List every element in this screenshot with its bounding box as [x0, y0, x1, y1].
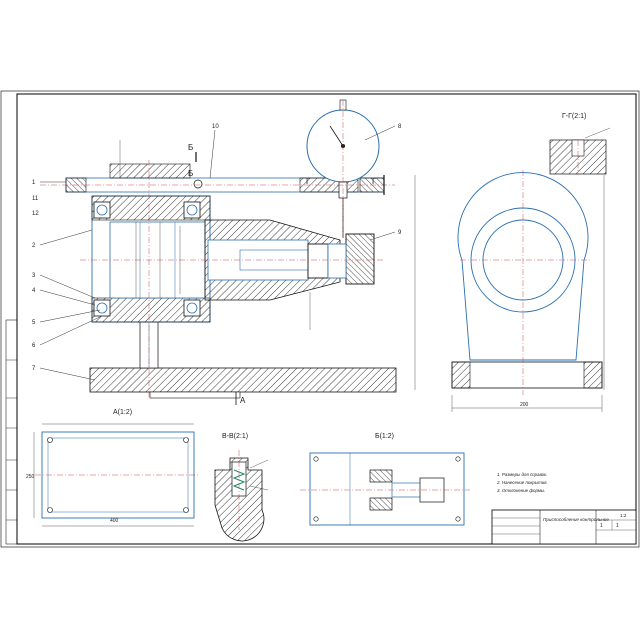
balloon-8: 8 — [398, 124, 402, 130]
bracket-view: 200 — [414, 170, 605, 412]
note-1: 1. Размеры для справок. — [497, 472, 547, 477]
balloon-1: 1 — [32, 180, 36, 186]
base-plate — [89, 367, 397, 393]
balloon-11: 11 — [32, 196, 39, 202]
left-stamp-strip — [5, 319, 18, 545]
section-mark-g-right: Г — [372, 177, 377, 186]
balloon-7: 7 — [32, 366, 36, 372]
bracket-width-dim: 200 — [520, 402, 529, 408]
balloon-4: 4 — [32, 288, 36, 294]
base-length-dim: 400 — [110, 518, 119, 524]
balloon-2: 2 — [32, 243, 36, 249]
lower-bearings — [93, 299, 201, 317]
view-a-arrow-label: А — [240, 396, 246, 405]
base-width-dim: 250 — [26, 474, 35, 480]
sheet-frame — [0, 90, 640, 548]
section-gg-label: Г-Г(2:1) — [562, 113, 586, 120]
section-gg: Г-Г(2:1) — [549, 113, 611, 175]
title-sheets: 1 — [616, 523, 619, 529]
title-designation: Приспособление контрольное — [543, 517, 609, 522]
balloon-5: 5 — [32, 320, 36, 326]
balloon-10: 10 — [212, 124, 219, 130]
knurled-nut — [307, 243, 329, 279]
note-2: 2. Нанесение покрытия. — [496, 480, 548, 485]
view-a-label: А(1:2) — [113, 409, 132, 416]
section-mark-b-bottom: Б — [188, 169, 193, 178]
balloon-12: 12 — [32, 211, 39, 217]
leader-lines — [39, 125, 396, 381]
title-sheet: 1 — [600, 523, 603, 529]
note-3: 3. Отклонение формы. — [497, 488, 545, 493]
section-mark-g-left: Г — [306, 177, 311, 186]
balloon-9: 9 — [398, 230, 402, 236]
view-b: Б(1:2) — [300, 433, 470, 526]
section-vv-label: В-В(2:1) — [222, 433, 248, 440]
balloon-3: 3 — [32, 273, 36, 279]
view-a: А(1:2) 400 250 — [26, 409, 200, 527]
technical-notes: 1. Размеры для справок. 2. Нанесение пок… — [496, 472, 548, 493]
section-mark-b-top: Б — [188, 143, 193, 152]
section-vv: В-В(2:1) — [214, 433, 269, 542]
title-block: Приспособление контрольное 1 1 1:2 — [491, 509, 637, 545]
balloon-6: 6 — [32, 343, 36, 349]
main-view: Б Г Г Б А 1 2 3 4 5 6 7 8 9 10 11 12 — [32, 99, 402, 405]
title-scale: 1:2 — [620, 513, 627, 518]
view-b-label: Б(1:2) — [375, 433, 394, 440]
upper-bearings — [93, 201, 201, 219]
